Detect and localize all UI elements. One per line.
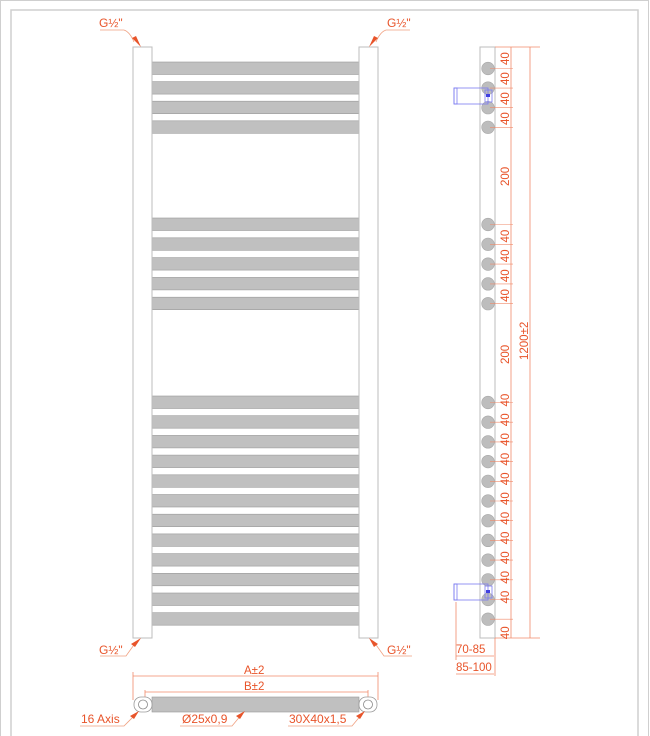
total-height-label: 1200±2	[519, 322, 531, 360]
spacing-label: 40	[500, 512, 512, 525]
heating-bar	[151, 395, 360, 409]
heating-bar	[151, 100, 360, 114]
spacing-label: 40	[500, 473, 512, 486]
connection-label: G½"	[387, 16, 411, 30]
heating-bar	[151, 454, 360, 468]
spacing-label: 40	[500, 92, 512, 105]
wall-bracket-bottom	[453, 583, 493, 601]
heating-bar	[151, 81, 360, 95]
connection-label: G½"	[99, 643, 123, 657]
tube-label: Ø25x0,9	[182, 712, 228, 726]
spacing-label: 40	[500, 551, 512, 564]
axis-callout: 16 Axis	[80, 711, 139, 727]
connection-label: G½"	[387, 643, 411, 657]
connection-top-right: G½"	[369, 16, 411, 47]
gap-label-2: 200	[500, 345, 512, 364]
axis-hole-right	[363, 699, 373, 710]
heating-bar	[151, 474, 360, 488]
spacing-label: 40	[500, 230, 512, 243]
heating-bar	[151, 257, 360, 271]
wall-bracket-top	[453, 87, 493, 105]
spacing-label: 40	[500, 571, 512, 584]
spacing-label: 40	[500, 591, 512, 604]
left-collector	[132, 46, 153, 639]
spacing-label: 40	[500, 289, 512, 302]
right-collector	[358, 46, 379, 639]
heating-bar	[151, 494, 360, 508]
collector-callout: 30X40x1,5	[288, 711, 365, 727]
spacing-label: 40	[500, 453, 512, 466]
connection-label: G½"	[99, 16, 123, 30]
heating-bar	[151, 277, 360, 291]
width-b-label: B±2	[244, 681, 264, 693]
tube-callout: Ø25x0,9	[180, 711, 245, 727]
depth-label-1: 70-85	[456, 644, 485, 656]
spacing-labels: 40 40 40 40 40 40 40 40 40 40 40 40 40 40 40 40 40 40 40 40	[500, 52, 512, 639]
connection-bottom-right: G½"	[369, 638, 412, 657]
side-collector	[479, 46, 496, 639]
heating-bar	[151, 237, 360, 251]
heating-bar	[151, 533, 360, 547]
heating-bar	[151, 612, 360, 626]
heating-bar	[151, 435, 360, 449]
heating-bar	[151, 553, 360, 567]
spacing-label: 40	[500, 626, 512, 639]
axis-hole-left	[138, 699, 148, 710]
connection-top-left: G½"	[99, 16, 141, 47]
spacing-label: 40	[500, 250, 512, 263]
axis-label: 16 Axis	[81, 712, 120, 726]
spacing-label: 40	[500, 72, 512, 85]
heating-bar	[151, 572, 360, 587]
spacing-label: 40	[500, 52, 512, 65]
spacing-label: 40	[500, 394, 512, 407]
heating-bar	[151, 217, 360, 231]
depth-label-2: 85-100	[456, 662, 492, 674]
heating-bar	[151, 296, 360, 311]
spacing-label: 40	[500, 532, 512, 545]
spacing-label: 40	[500, 433, 512, 446]
front-view: G½" G½" G½" G½"	[99, 16, 412, 657]
collector-label: 30X40x1,5	[289, 712, 347, 726]
heating-bar	[151, 61, 360, 75]
spacing-label: 40	[500, 112, 512, 125]
width-a-label: A±2	[244, 665, 264, 677]
dimension-lines	[455, 46, 540, 676]
top-view: A±2 B±2 16 Axis Ø25x0,9 30X40x1,5	[80, 665, 379, 727]
spacing-label: 40	[500, 413, 512, 426]
spacing-label: 40	[500, 492, 512, 505]
heating-bar	[151, 513, 360, 528]
connection-bottom-left: G½"	[99, 638, 141, 657]
top-tube	[151, 696, 360, 713]
gap-label-1: 200	[500, 167, 512, 186]
heating-bars	[151, 61, 360, 626]
spacing-label: 40	[500, 269, 512, 282]
heating-bar	[151, 120, 360, 134]
heating-bar	[151, 415, 360, 429]
heating-bar	[151, 592, 360, 606]
side-view: 4040404040404040404040404040404040404040…	[453, 46, 540, 676]
width-dimensions	[132, 672, 379, 702]
